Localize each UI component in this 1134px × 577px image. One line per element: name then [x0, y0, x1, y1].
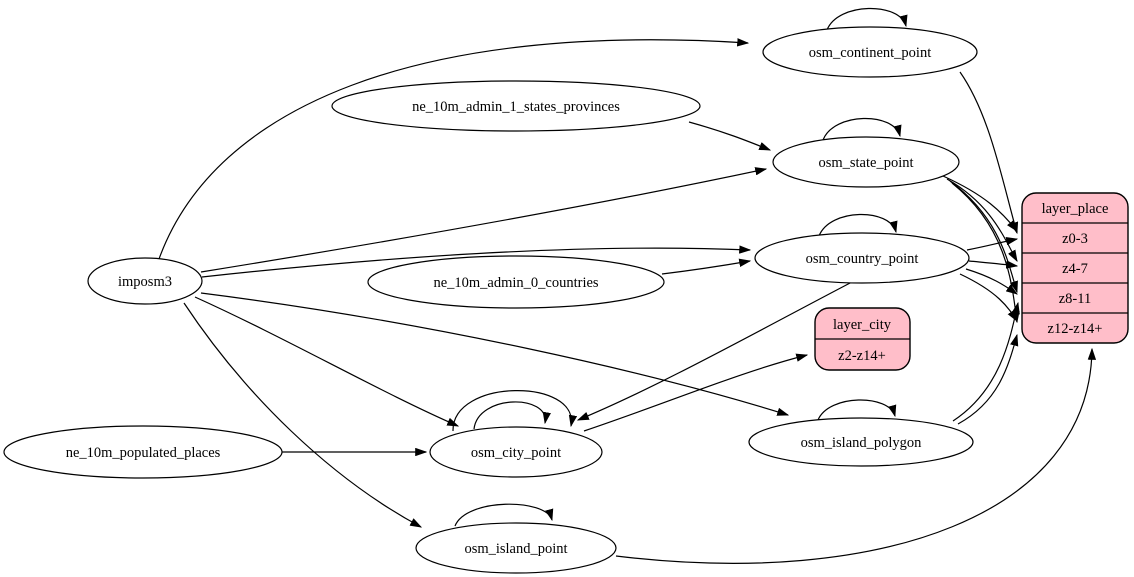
- node-label-osm_island_point: osm_island_point: [464, 541, 567, 557]
- node-osm_state_point: osm_state_point: [772, 136, 960, 188]
- edge-osm_city_point-layer_city-z2: [583, 353, 809, 432]
- self-loop-osm_island_point: [454, 503, 554, 527]
- edge-imposm3-osm_island_point: [183, 302, 423, 528]
- node-ne_10m_admin_1_states_provinces: ne_10m_admin_1_states_provinces: [331, 80, 701, 132]
- node-osm_island_point: osm_island_point: [415, 522, 617, 574]
- node-osm_continent_point: osm_continent_point: [762, 26, 978, 78]
- node-osm_island_polygon: osm_island_polygon: [748, 417, 974, 467]
- node-label-osm_city_point: osm_city_point: [471, 445, 561, 461]
- edge-imposm3-osm_country_point: [201, 245, 752, 278]
- edge-osm_country_point-layer_place-z12-z14: [959, 273, 1018, 323]
- edge-imposm3-osm_state_point: [200, 167, 768, 273]
- node-imposm3: imposm3: [87, 257, 203, 305]
- edge-ne_10m_admin_1_states_provinces-osm_state_point: [688, 121, 772, 151]
- edge-osm_state_point-layer_place-z8-11: [949, 180, 1018, 294]
- record-row-z2-z14: z2-z14+: [838, 348, 886, 364]
- record-row-z12-z14: z12-z14+: [1048, 321, 1103, 337]
- node-label-imposm3: imposm3: [118, 274, 172, 290]
- edge-osm_state_point-layer_place-z0-3: [942, 175, 1018, 232]
- record-row-z0-3: z0-3: [1062, 231, 1088, 247]
- edge-osm_country_point-layer_place-z8-11: [965, 268, 1018, 295]
- edge-osm_country_point-layer_place-z0-3: [966, 237, 1019, 251]
- edge-ne_10m_admin_0_countries-osm_country_point: [661, 258, 752, 275]
- record-layer_place: layer_place z0-3 z4-7 z8-11 z12-z14+: [1021, 192, 1129, 344]
- edge-osm_country_point-osm_city_point: [576, 281, 853, 421]
- node-label-osm_continent_point: osm_continent_point: [809, 45, 931, 61]
- edge-osm_state_point-layer_place-z4-7: [946, 178, 1018, 263]
- self-loop-osm_state_point: [822, 117, 902, 141]
- node-osm_country_point: osm_country_point: [754, 232, 970, 284]
- record-row-z4-7: z4-7: [1062, 261, 1088, 277]
- node-label-ne_10m_populated_places: ne_10m_populated_places: [66, 445, 221, 461]
- edge-osm_island_point-layer_place-z12-z14: [615, 347, 1097, 564]
- record-title-layer_place: layer_place: [1042, 201, 1109, 217]
- node-osm_city_point: osm_city_point: [429, 426, 603, 478]
- record-layer_city: layer_city z2-z14+: [814, 307, 911, 371]
- edge-imposm3-osm_continent_point: [158, 38, 750, 260]
- node-label-osm_country_point: osm_country_point: [806, 251, 919, 267]
- node-label-ne_10m_admin_0_countries: ne_10m_admin_0_countries: [433, 275, 598, 291]
- self-loop-inner-osm_city_point: [473, 401, 551, 430]
- self-loop-osm_island_polygon: [817, 399, 897, 421]
- edge-imposm3-osm_island_polygon: [200, 292, 790, 416]
- node-ne_10m_admin_0_countries: ne_10m_admin_0_countries: [367, 255, 665, 309]
- node-label-ne_10m_admin_1_states_provinces: ne_10m_admin_1_states_provinces: [412, 99, 620, 115]
- self-loop-outer-osm_city_point: [452, 390, 578, 432]
- node-label-osm_state_point: osm_state_point: [818, 155, 913, 171]
- node-label-osm_island_polygon: osm_island_polygon: [801, 435, 923, 451]
- edge-osm_island_polygon-layer_place-z12-z14: [957, 333, 1019, 425]
- self-loop-osm_continent_point: [826, 7, 908, 31]
- record-row-z8-11: z8-11: [1059, 291, 1091, 307]
- node-ne_10m_populated_places: ne_10m_populated_places: [3, 425, 283, 479]
- edge-osm_country_point-layer_place-z4-7: [968, 260, 1019, 269]
- edge-group: [158, 7, 1097, 564]
- edge-imposm3-osm_city_point: [194, 296, 460, 427]
- edge-osm_island_polygon-layer_place-z8-11: [952, 301, 1020, 422]
- edge-osm_continent_point-layer_place-z0-3: [959, 71, 1019, 235]
- self-loop-osm_country_point: [818, 213, 898, 237]
- record-title-layer_city: layer_city: [833, 317, 892, 333]
